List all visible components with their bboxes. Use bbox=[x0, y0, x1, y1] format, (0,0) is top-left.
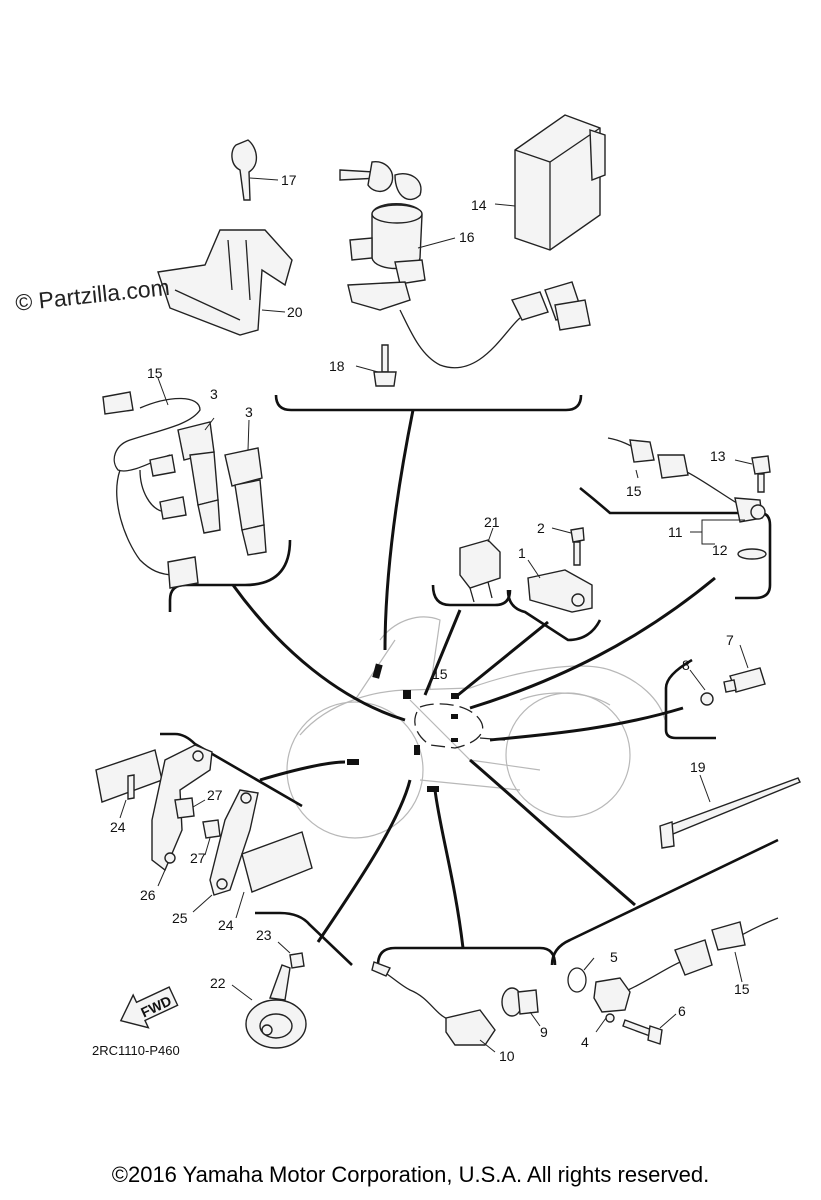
location-markers bbox=[347, 663, 459, 792]
callout-5: 5 bbox=[610, 949, 618, 965]
group-brackets bbox=[160, 394, 779, 966]
bracket-part-26 bbox=[151, 744, 213, 887]
sensor-part-4 bbox=[593, 917, 779, 1033]
callout-2: 2 bbox=[537, 520, 545, 536]
leader-rays bbox=[231, 409, 716, 949]
crank-sensor-group bbox=[607, 437, 771, 560]
washer-part-8 bbox=[689, 669, 714, 706]
callout-22: 22 bbox=[210, 975, 226, 991]
callout-8: 8 bbox=[682, 657, 690, 673]
callout-12: 12 bbox=[712, 542, 728, 558]
sensor-part-10 bbox=[371, 961, 496, 1053]
callout-13: 13 bbox=[710, 448, 726, 464]
callout-3-right: 3 bbox=[245, 404, 253, 420]
callout-25: 25 bbox=[172, 910, 188, 926]
cable-tie-part-19 bbox=[659, 774, 801, 849]
reflector-part-24-left bbox=[95, 749, 163, 819]
callout-3-left: 3 bbox=[210, 386, 218, 402]
ignition-switch-part-16 bbox=[339, 161, 591, 369]
callout-15-center: 15 bbox=[432, 666, 448, 682]
main-harness-center bbox=[414, 703, 506, 749]
ignition-coil-harness-group bbox=[102, 377, 267, 589]
diagram-code: 2RC1110-P460 bbox=[92, 1043, 180, 1058]
fwd-label: FWD bbox=[138, 992, 174, 1020]
callout-labels: 17 20 16 14 18 15 3 3 13 15 21 2 11 1 12… bbox=[110, 172, 750, 1064]
callout-24-right: 24 bbox=[218, 917, 234, 933]
callout-23: 23 bbox=[256, 927, 272, 943]
callout-21: 21 bbox=[484, 514, 500, 530]
callout-4: 4 bbox=[581, 1034, 589, 1050]
callout-15-right: 15 bbox=[734, 981, 750, 997]
bolt-part-6 bbox=[622, 1013, 677, 1045]
callout-10: 10 bbox=[499, 1048, 515, 1064]
callout-6: 6 bbox=[678, 1003, 686, 1019]
bolt-part-2 bbox=[551, 527, 585, 566]
reflector-part-24-right bbox=[235, 831, 313, 919]
nut-part-27-upper bbox=[174, 797, 206, 819]
fwd-arrow-icon bbox=[119, 986, 179, 1029]
callout-1: 1 bbox=[518, 545, 526, 561]
oring-part-5 bbox=[567, 957, 595, 993]
screw-part-18 bbox=[355, 344, 397, 387]
harness-leader-15d bbox=[734, 951, 743, 983]
callout-16: 16 bbox=[459, 229, 475, 245]
sensor-part-1 bbox=[527, 559, 593, 613]
nut-part-23 bbox=[277, 941, 305, 969]
callout-15-crank: 15 bbox=[626, 483, 642, 499]
callout-20: 20 bbox=[287, 304, 303, 320]
sensor-part-7 bbox=[723, 644, 766, 693]
callout-11: 11 bbox=[668, 524, 683, 540]
callout-9: 9 bbox=[540, 1024, 548, 1040]
callout-27-upper: 27 bbox=[207, 787, 223, 803]
callout-7: 7 bbox=[726, 632, 734, 648]
sensor-part-9 bbox=[501, 987, 541, 1027]
horn-part-22 bbox=[231, 964, 307, 1049]
callout-17: 17 bbox=[281, 172, 297, 188]
callout-26: 26 bbox=[140, 887, 156, 903]
callout-15-left: 15 bbox=[147, 365, 163, 381]
key-part-17 bbox=[231, 139, 279, 201]
ecu-part-14 bbox=[494, 114, 606, 251]
callout-27-lower: 27 bbox=[190, 850, 206, 866]
callout-24-left: 24 bbox=[110, 819, 126, 835]
copyright-notice: ©2016 Yamaha Motor Corporation, U.S.A. A… bbox=[111, 1162, 710, 1187]
nut-part-27-lower bbox=[202, 819, 221, 856]
cover-part-20 bbox=[157, 229, 293, 336]
callout-18: 18 bbox=[329, 358, 345, 374]
callout-14: 14 bbox=[471, 197, 487, 213]
bracket-part-25 bbox=[192, 789, 259, 913]
relay-part-21 bbox=[459, 527, 501, 603]
callout-19: 19 bbox=[690, 759, 706, 775]
